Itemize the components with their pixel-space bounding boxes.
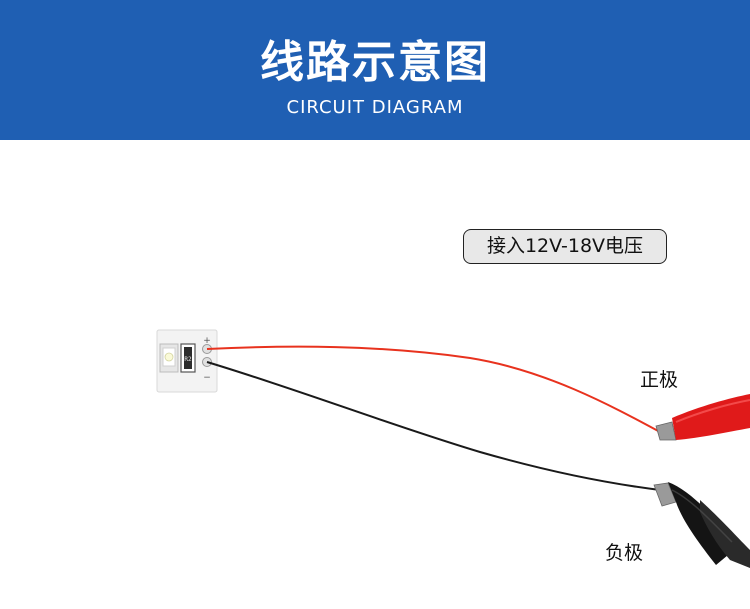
minus-mark: − — [203, 373, 211, 383]
negative-label: 负极 — [605, 542, 644, 564]
title-en: CIRCUIT DIAGRAM — [286, 97, 464, 118]
black-wire — [206, 361, 661, 491]
resistor-text: R2 — [184, 356, 192, 363]
black-clip — [653, 482, 750, 568]
plus-mark: + — [203, 336, 211, 346]
resistor: R2 — [180, 343, 196, 373]
title-cn: 线路示意图 — [260, 37, 490, 88]
red-clip — [655, 394, 750, 441]
header-banner: 线路示意图 CIRCUIT DIAGRAM — [0, 0, 750, 140]
positive-label: 正极 — [640, 369, 679, 391]
circuit-illustration: R2 + − — [156, 329, 750, 568]
led-board: R2 + − — [156, 329, 218, 393]
red-wire — [206, 345, 661, 433]
voltage-tag: 接入12V-18V电压 — [463, 229, 667, 264]
